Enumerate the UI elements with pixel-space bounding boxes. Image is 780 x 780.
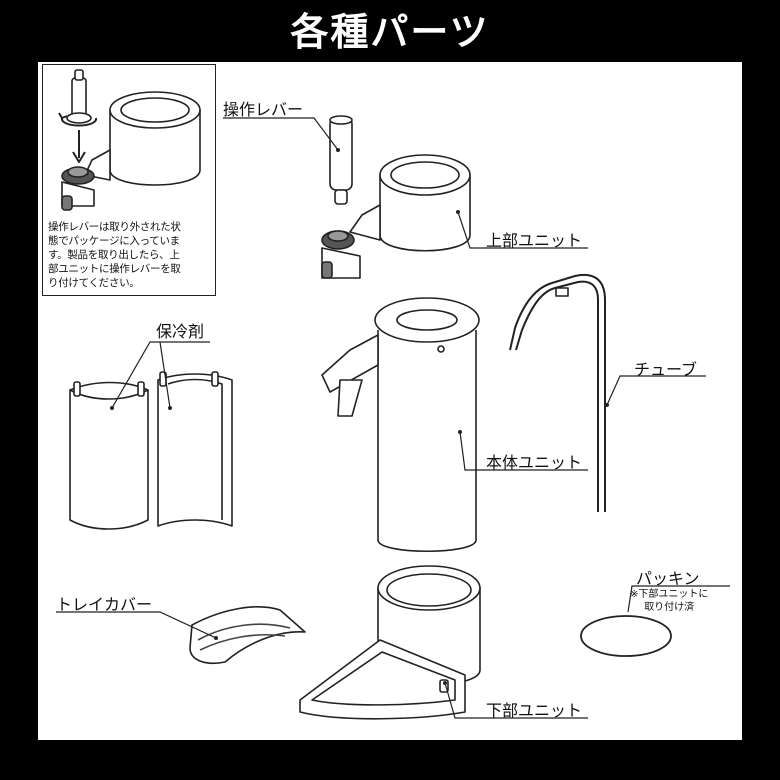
lower-unit-illustration [299, 565, 481, 720]
inset-upper-unit-illustration [61, 91, 201, 211]
inset-note-line: り付けてください。 [48, 277, 140, 289]
cold-pack-label: 保冷剤 [156, 322, 205, 341]
tube-illustration [509, 273, 606, 512]
upper-unit-label: 上部ユニット [486, 231, 583, 250]
packing-note: ※下部ユニットに 取り付け済 [630, 588, 708, 614]
callout-dots [110, 148, 609, 685]
body-unit-label: 本体ユニット [486, 453, 583, 472]
inset-note-line: 操作レバーは取り外された状 [48, 221, 181, 233]
callout-leaders [56, 117, 730, 719]
packing-label: パッキン [636, 569, 700, 588]
inset-note: 操作レバーは取り外された状 態でパッケージに入っていま す。製品を取り出したら、… [48, 220, 214, 290]
page-title: 各種パーツ [290, 10, 490, 54]
upper-unit-illustration [321, 154, 471, 279]
packing-ring-illustration [580, 615, 672, 657]
tube-label: チューブ [634, 360, 698, 379]
inset-lever-illustration [58, 69, 97, 163]
lower-unit-label: 下部ユニット [486, 701, 583, 720]
lever-label: 操作レバー [223, 100, 304, 119]
cold-pack-left-illustration [69, 381, 149, 530]
lever-illustration [329, 115, 353, 205]
tray-cover-illustration [189, 606, 306, 664]
packing-note-line: 取り付け済 [644, 602, 695, 613]
cold-pack-right-illustration [157, 371, 233, 527]
body-unit-illustration [321, 297, 480, 553]
inset-note-line: 部ユニットに操作レバーを取 [48, 263, 181, 275]
tray-cover-label: トレイカバー [56, 595, 153, 614]
inset-note-line: 態でパッケージに入っていま [48, 235, 180, 247]
packing-note-line: ※下部ユニットに [630, 589, 709, 600]
inset-note-line: す。製品を取り出したら、上 [48, 249, 180, 261]
